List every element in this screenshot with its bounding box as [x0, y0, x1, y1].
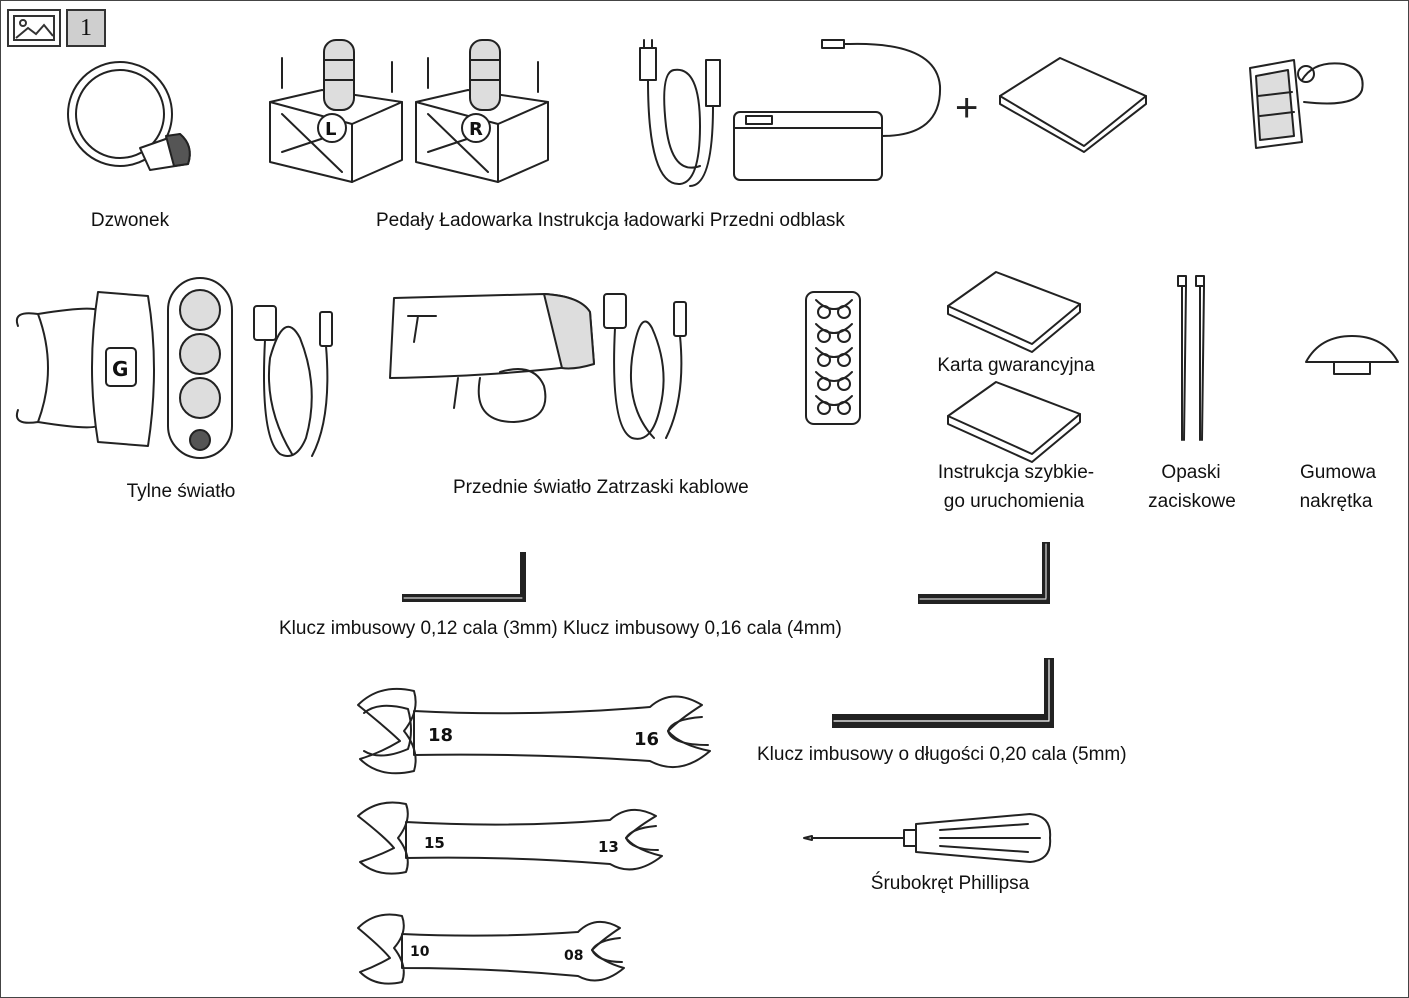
label-ties-line2: zaciskowe: [1148, 491, 1236, 512]
svg-text:L: L: [325, 119, 336, 140]
label-quickstart-line1: Instrukcja szybkie-: [937, 462, 1095, 483]
svg-text:16: 16: [634, 729, 659, 750]
label-ties-line1: Opaski: [1161, 462, 1221, 483]
label-cap-line2: nakrętka: [1299, 491, 1373, 512]
reflector-icon: [1249, 59, 1364, 149]
svg-text:G: G: [112, 357, 128, 381]
cable-clip-icon: [805, 291, 861, 425]
pedal-icon: L: [269, 39, 403, 183]
cable-tie-icon: [1177, 275, 1205, 441]
label-bell: Dzwonek: [90, 210, 170, 231]
label-screwdriver: Śrubokręt Phillipsa: [870, 873, 1030, 894]
charger-icon: [639, 39, 942, 187]
label-warranty: Karta gwarancyjna: [937, 355, 1095, 376]
label-rear-light: Tylne światło: [126, 481, 236, 502]
rubber-cap-icon: [1305, 335, 1399, 375]
usb-cable-icon: [603, 293, 687, 440]
svg-text:08: 08: [564, 948, 583, 964]
label-front-light-clips: Przednie światło Zatrzaski kablowe: [453, 477, 749, 498]
usb-cable-icon: [253, 305, 333, 457]
image-icon[interactable]: [7, 9, 61, 47]
label-allen-small: Klucz imbusowy 0,12 cala (3mm) Klucz imb…: [279, 618, 842, 639]
wrench-icon: 15 13: [357, 801, 663, 875]
allen-key-icon: [832, 658, 1054, 728]
bell-icon: [67, 61, 191, 171]
svg-text:18: 18: [428, 725, 453, 746]
pedal-icon: R: [415, 39, 549, 183]
svg-text:R: R: [469, 119, 483, 140]
quickstart-card-icon: [947, 381, 1081, 463]
svg-text:13: 13: [598, 838, 619, 856]
page-number-badge[interactable]: 1: [66, 9, 106, 47]
page-number: 1: [80, 14, 92, 41]
svg-text:15: 15: [424, 834, 445, 852]
allen-key-icon: [918, 542, 1050, 604]
label-quickstart-line2: go uruchomienia: [943, 491, 1085, 512]
allen-key-icon: [402, 552, 526, 602]
label-cap-line1: Gumowa: [1299, 462, 1377, 483]
rear-light-icon: G: [16, 277, 233, 459]
wrench-icon: 18 16: [357, 687, 711, 775]
label-row1-items: Pedały Ładowarka Instrukcja ładowarki Pr…: [376, 210, 845, 231]
label-allen-5mm: Klucz imbusowy o długości 0,20 cala (5mm…: [757, 744, 1127, 765]
screwdriver-icon: [803, 813, 1052, 863]
wrench-icon: 10 08: [357, 913, 625, 985]
warranty-card-icon: [947, 271, 1081, 353]
plus-sign: +: [955, 86, 979, 130]
manual-card-icon: [999, 57, 1147, 153]
svg-text:10: 10: [410, 944, 430, 960]
front-light-icon: [389, 293, 595, 423]
